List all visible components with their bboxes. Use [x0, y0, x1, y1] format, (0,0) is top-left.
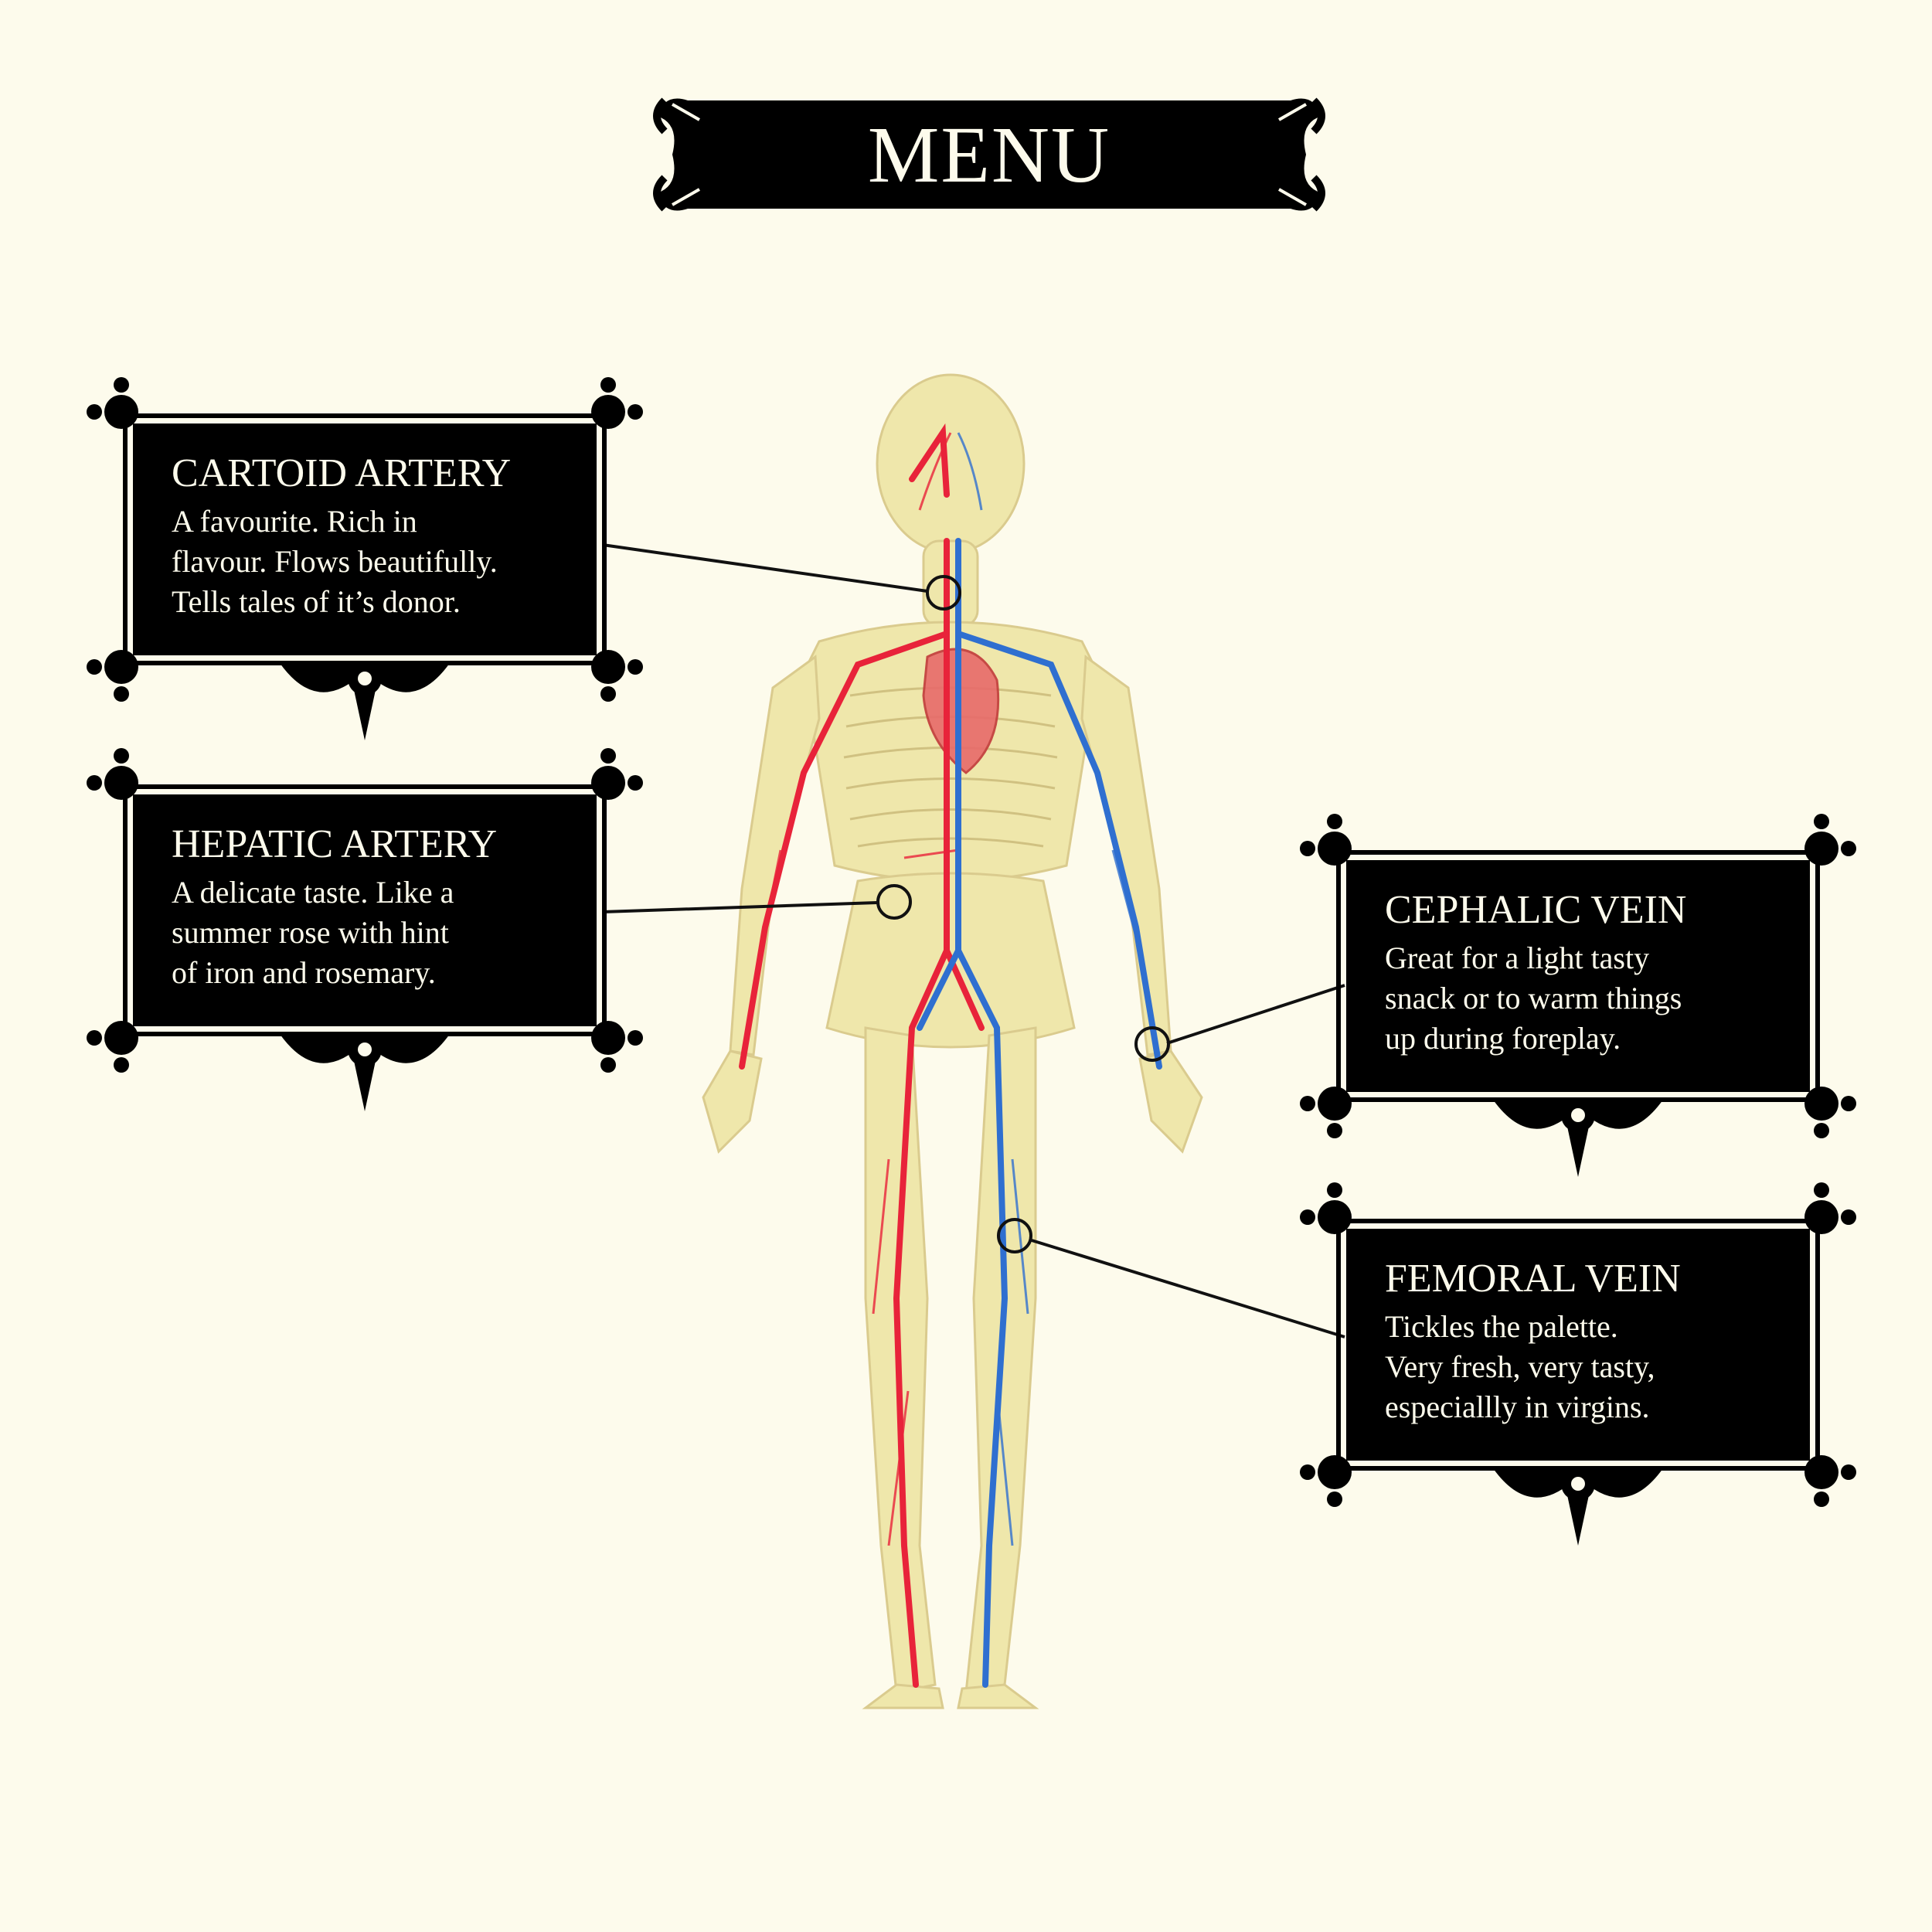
menu-title-banner: MENU	[641, 77, 1337, 232]
cartoid-artery-marker	[926, 575, 961, 611]
menu-item-femoral-vein[interactable]: FEMORAL VEIN Tickles the palette. Very f…	[1300, 1182, 1856, 1553]
ornate-frame-icon	[1300, 1182, 1856, 1546]
banner-ornament-icon	[653, 97, 1325, 212]
item-title: HEPATIC ARTERY	[172, 822, 498, 866]
menu-item-cartoid-artery[interactable]: CARTOID ARTERY A favourite. Rich in flav…	[87, 377, 643, 748]
ornate-frame-icon	[1300, 814, 1856, 1177]
menu-item-hepatic-artery[interactable]: HEPATIC ARTERY A delicate taste. Like a …	[87, 748, 643, 1119]
ornate-frame-icon	[87, 377, 643, 740]
item-description: Tickles the palette. Very fresh, very ta…	[1385, 1309, 1655, 1424]
item-title: CEPHALIC VEIN	[1385, 888, 1687, 932]
page-title: MENU	[867, 110, 1111, 199]
menu-item-cephalic-vein[interactable]: CEPHALIC VEIN Great for a light tasty sn…	[1300, 814, 1856, 1185]
item-description: A delicate taste. Like a summer rose wit…	[172, 875, 454, 990]
item-description: Great for a light tasty snack or to warm…	[1385, 940, 1682, 1056]
hepatic-artery-marker	[876, 884, 912, 920]
item-description: A favourite. Rich in flavour. Flows beau…	[172, 504, 498, 619]
femoral-vein-marker	[997, 1218, 1032, 1253]
item-title: CARTOID ARTERY	[172, 451, 512, 495]
cephalic-vein-marker	[1134, 1026, 1170, 1062]
item-title: FEMORAL VEIN	[1385, 1257, 1681, 1301]
ornate-frame-icon	[87, 748, 643, 1111]
